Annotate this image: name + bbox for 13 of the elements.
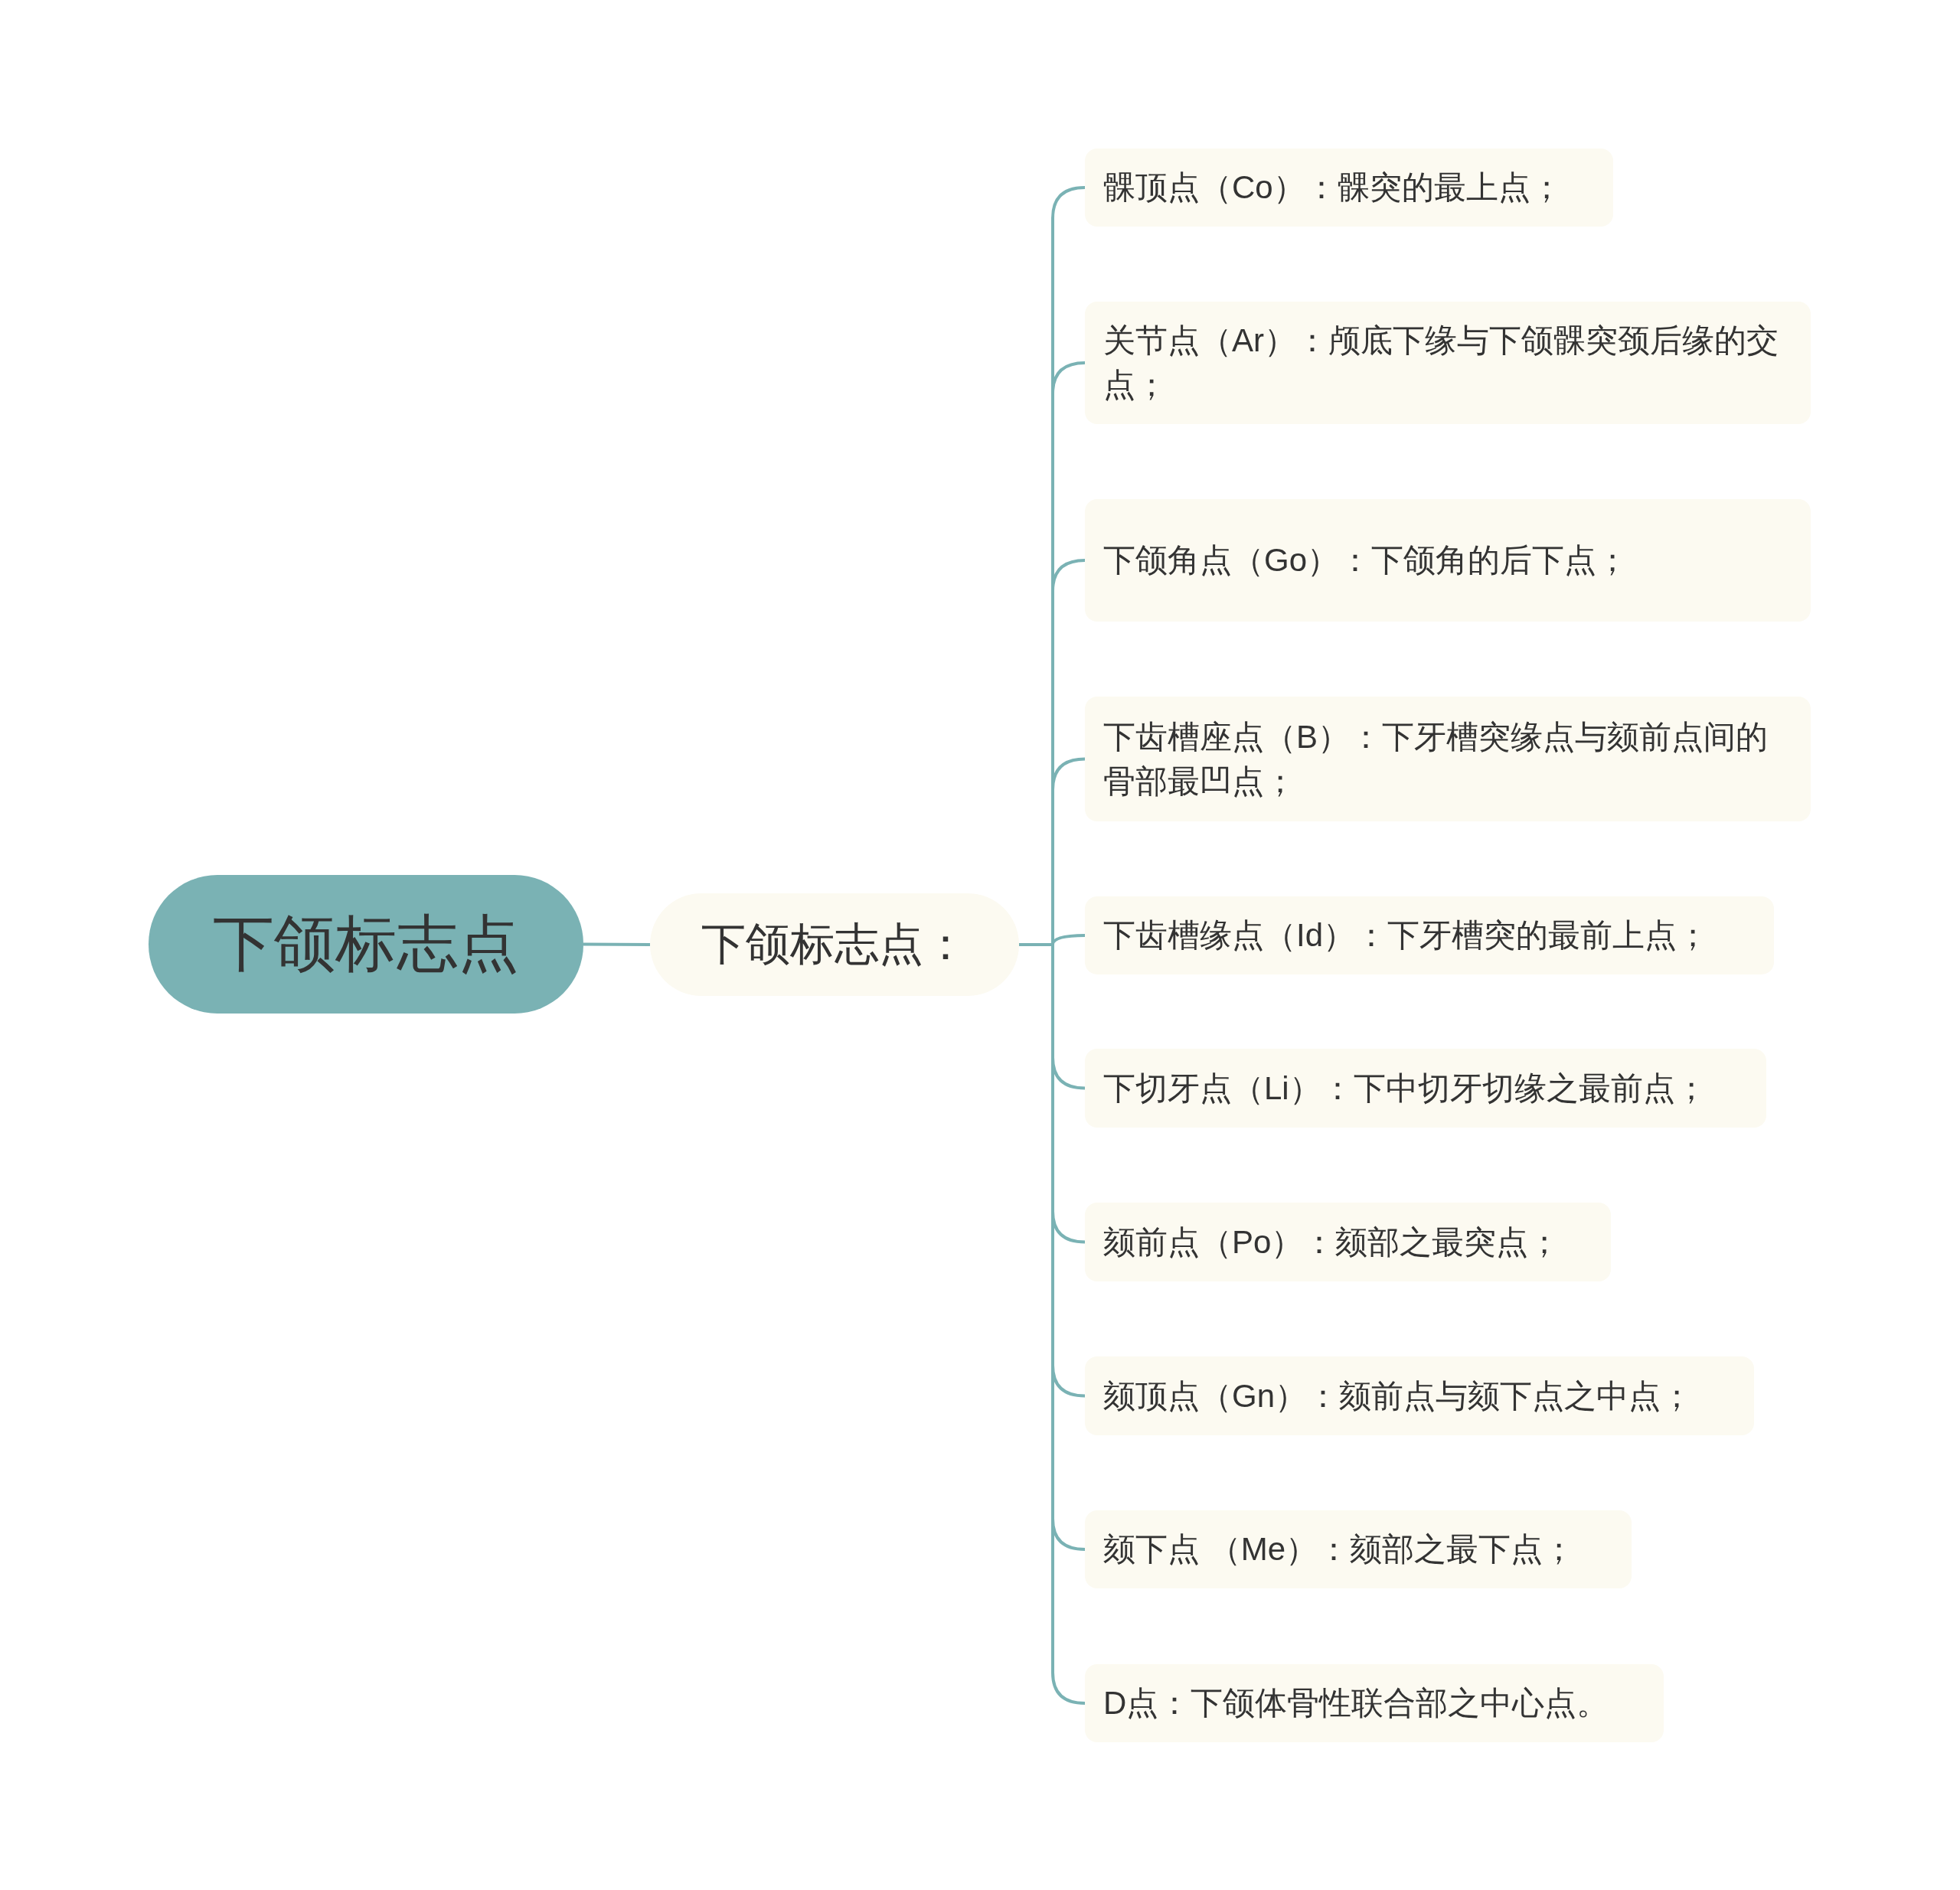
- root-topic-box: 下颌标志点: [149, 875, 583, 1014]
- subtopic-box: 颏下点 （Me）：颏部之最下点；: [1085, 1510, 1632, 1588]
- connector-line: [583, 942, 650, 946]
- subtopic-box: 关节点（Ar）：颅底下缘与下颌髁突颈后缘的交点；: [1085, 302, 1811, 424]
- subtopic-box: 下切牙点（Li）：下中切牙切缘之最前点；: [1085, 1049, 1766, 1128]
- subtopic-box: 颏顶点（Gn）：颏前点与颏下点之中点；: [1085, 1356, 1754, 1435]
- subtopic-box: D点：下颌体骨性联合部之中心点。: [1085, 1664, 1664, 1742]
- subtopic-box: 下齿槽缘点（Id）：下牙槽突的最前上点；: [1085, 896, 1774, 974]
- subtopic-box: 颏前点（Po）：颏部之最突点；: [1085, 1203, 1611, 1281]
- subtopic-box: 下颌角点（Go）：下颌角的后下点；: [1085, 499, 1811, 622]
- topic-box: 下颌标志点：: [650, 893, 1019, 996]
- subtopic-box: 下齿槽座点（B）：下牙槽突缘点与颏前点间的骨部最凹点；: [1085, 697, 1811, 821]
- subtopic-box: 髁顶点（Co）：髁突的最上点；: [1085, 149, 1613, 227]
